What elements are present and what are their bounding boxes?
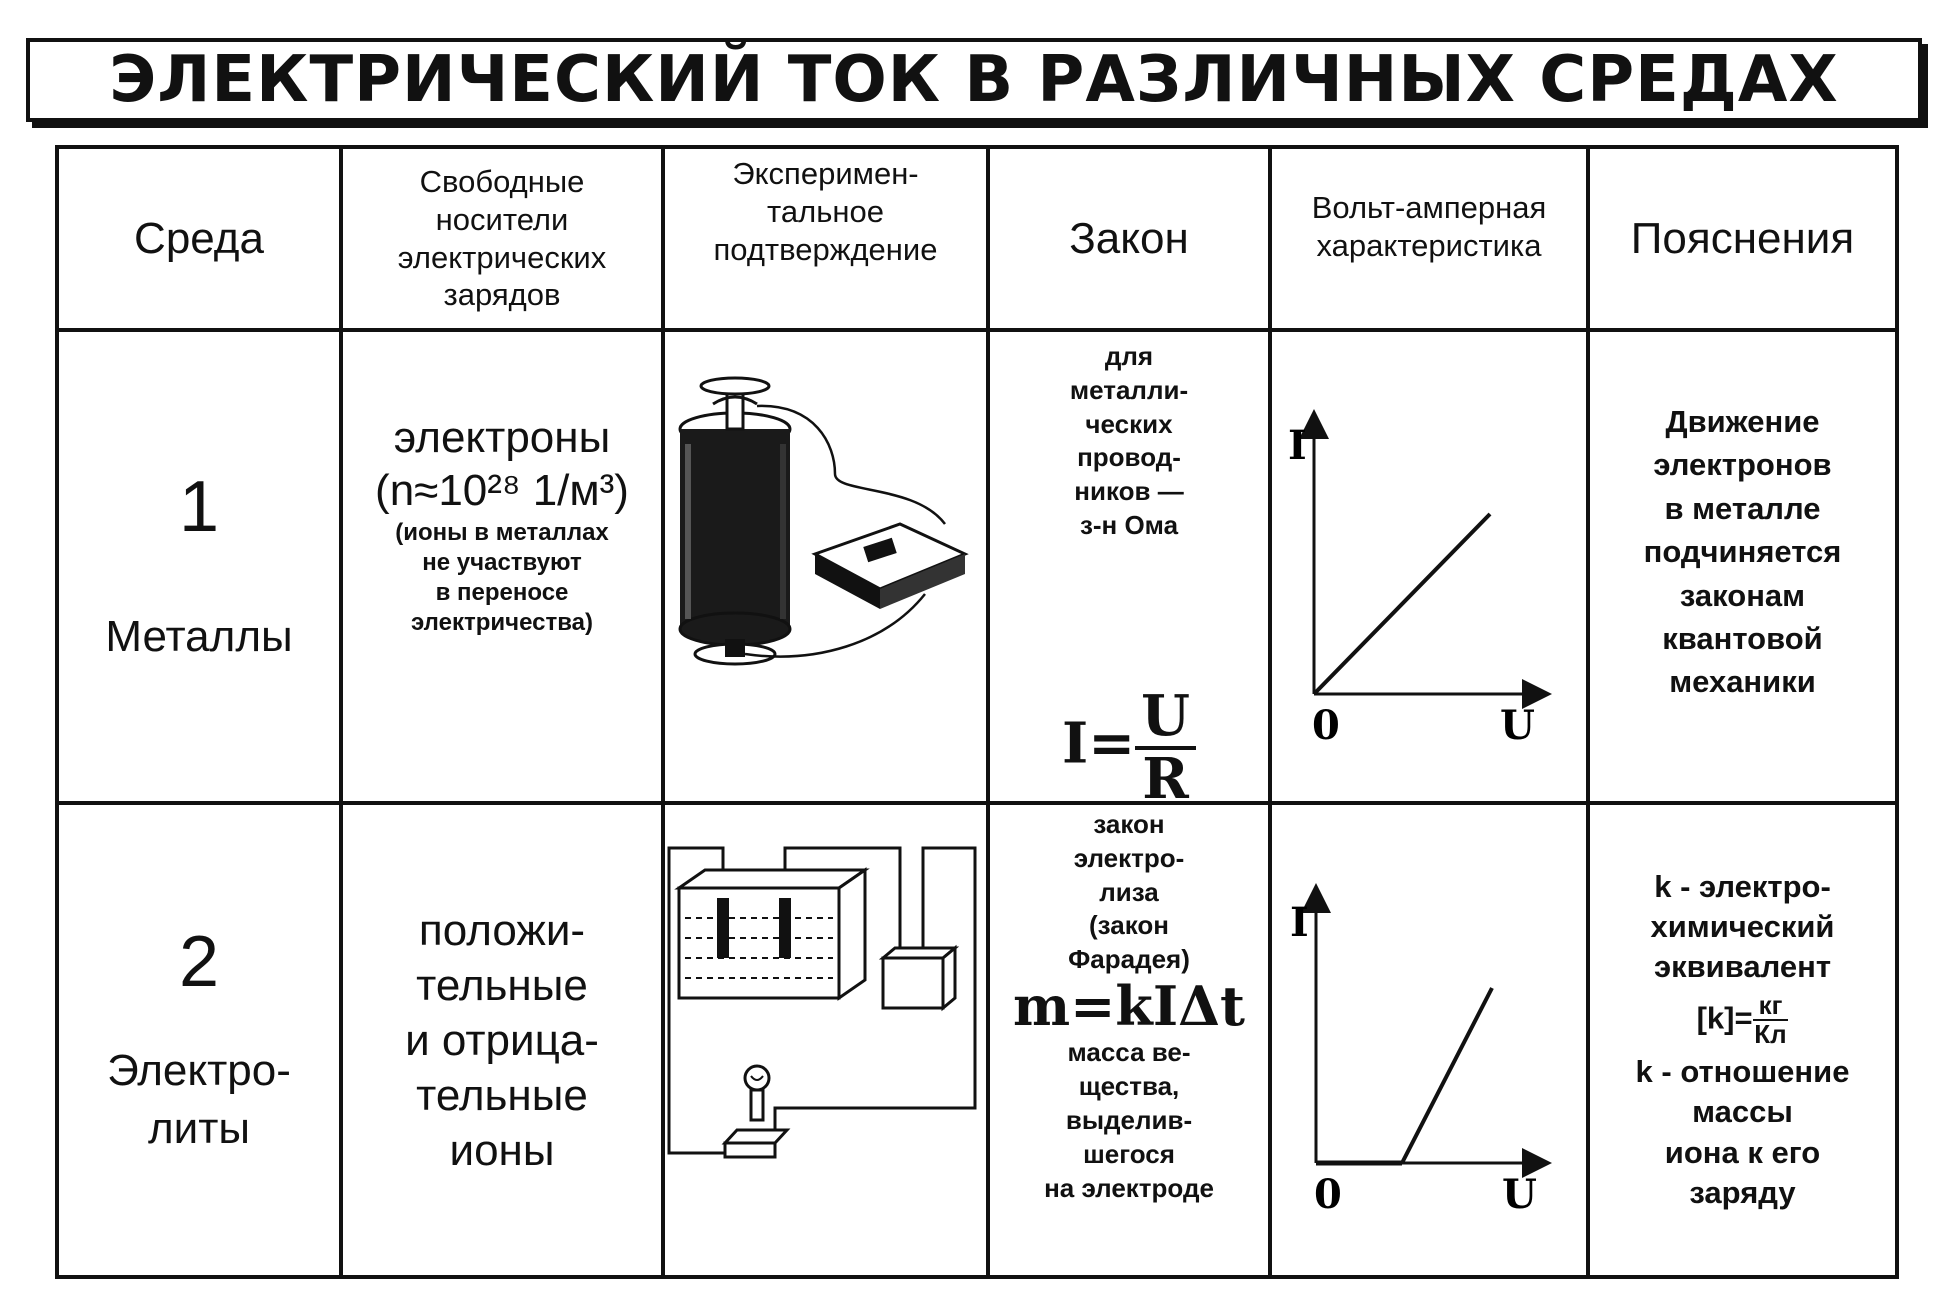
x-axis-label: U — [1502, 1171, 1537, 1218]
x-axis-label: U — [1500, 702, 1535, 749]
header-law: Закон — [986, 145, 1272, 332]
row-number: 1 — [178, 467, 220, 548]
header-row: Среда Свободные носители электрических з… — [55, 145, 1899, 332]
experiment-cell — [661, 328, 990, 805]
origin-label: 0 — [1314, 1171, 1342, 1218]
notes-cell: Движение электронов в металле подчиняетс… — [1586, 328, 1899, 805]
galvanometer-coil-illustration — [678, 376, 969, 666]
law-description: для металли- ческих провод- ников — з-н … — [1069, 341, 1189, 540]
carrier-main: положи- тельные и отрица- тельные ионы — [405, 905, 599, 1175]
law-cell: закон электро- лиза (закон Фарадея) m=kI… — [986, 801, 1272, 1279]
notes-text: Движение электронов в металле подчиняетс… — [1643, 404, 1842, 700]
y-axis-label: I — [1290, 899, 1309, 946]
page-title: ЭЛЕКТРИЧЕСКИЙ ТОК В РАЗЛИЧНЫХ СРЕДАХ — [109, 43, 1839, 117]
medium-name: Металлы — [105, 611, 293, 661]
carrier-formula: (n≈10²⁸ 1/м³) — [375, 465, 629, 515]
carrier-main: электроны — [393, 413, 611, 462]
electrolysis-circuit-illustration — [667, 846, 977, 1158]
medium-cell: 1 Металлы — [55, 328, 343, 805]
vac-graph-threshold: I 0 U — [1290, 882, 1552, 1218]
notes-cell: k - электро- химический эквивалент [k]=к… — [1586, 801, 1899, 1279]
vac-graph-linear: I 0 U — [1288, 409, 1552, 749]
carriers-cell: положи- тельные и отрица- тельные ионы — [339, 801, 665, 1279]
law-description: закон электро- лиза (закон Фарадея) — [1068, 809, 1190, 975]
carrier-note: (ионы в металлах не участвуют в переносе… — [395, 518, 609, 636]
header-vac: Вольт-амперная характеристика — [1268, 145, 1590, 332]
header-experiment: Эксперимен- тальное подтверждение — [661, 145, 990, 332]
comparison-table: Среда Свободные носители электрических з… — [55, 145, 1899, 1279]
medium-name: Электро- литы — [107, 1046, 291, 1153]
law-explanation: масса ве- щества, выделив- шегося на эле… — [1044, 1037, 1214, 1203]
y-axis-label: I — [1288, 422, 1307, 469]
law-cell: для металли- ческих провод- ников — з-н … — [986, 328, 1272, 805]
vac-cell: I 0 U — [1268, 801, 1590, 1279]
row-number: 2 — [178, 922, 220, 1003]
origin-label: 0 — [1312, 702, 1340, 749]
carriers-cell: электроны (n≈10²⁸ 1/м³) (ионы в металлах… — [339, 328, 665, 805]
header-carriers: Свободные носители электрических зарядов — [339, 145, 665, 332]
faraday-law-formula: m=kIΔt — [1013, 973, 1245, 1038]
notes-text: k - электро- химический эквивалент [k]=к… — [1592, 867, 1893, 1214]
table-row: 1 Металлы электроны (n≈10²⁸ 1/м³) (ионы … — [55, 328, 1899, 805]
title-box: ЭЛЕКТРИЧЕСКИЙ ТОК В РАЗЛИЧНЫХ СРЕДАХ — [26, 38, 1922, 122]
experiment-cell — [661, 801, 990, 1279]
vac-cell: I 0 U — [1268, 328, 1590, 805]
header-medium: Среда — [55, 145, 343, 332]
table-row: 2 Электро- литы положи- тельные и отрица… — [55, 801, 1899, 1279]
header-notes: Пояснения — [1586, 145, 1899, 332]
medium-cell: 2 Электро- литы — [55, 801, 343, 1279]
